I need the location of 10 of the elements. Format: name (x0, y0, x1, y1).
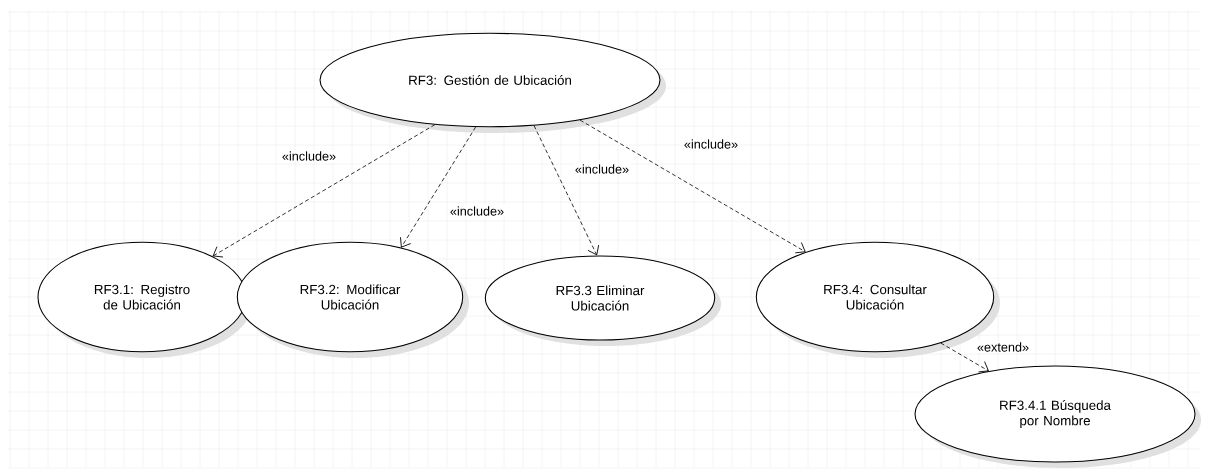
edge-label: «include» (280, 150, 338, 162)
dependency-arrow (533, 125, 600, 256)
edge-label: «extend» (975, 341, 1031, 353)
dependency-arrow (940, 342, 989, 373)
dependency-arrow (212, 124, 436, 258)
dependency-arrow (400, 126, 477, 248)
edge-label: «include» (573, 163, 631, 175)
edge-label: «include» (682, 138, 740, 150)
dependency-arrow (579, 119, 806, 254)
edge-label: «include» (448, 205, 506, 217)
